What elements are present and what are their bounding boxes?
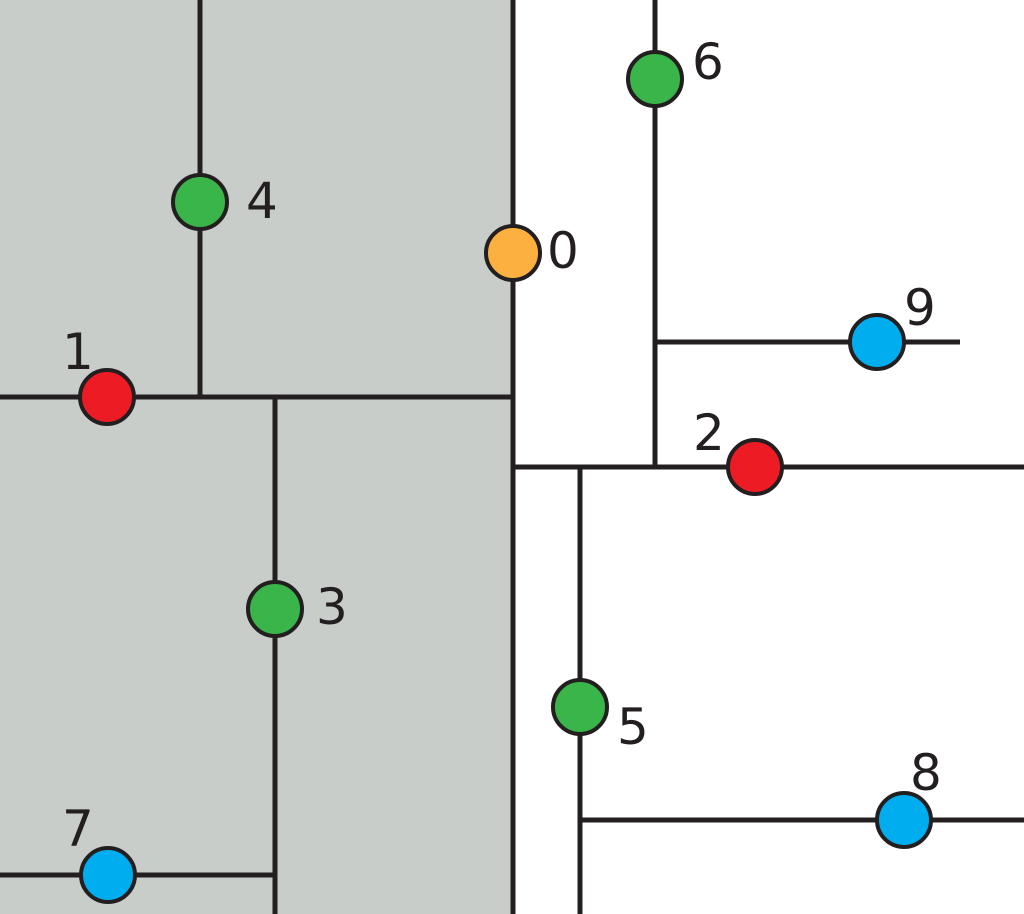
node-label-3: 3 [316, 578, 348, 636]
node-label-5: 5 [617, 698, 649, 756]
node-3[interactable] [246, 580, 304, 638]
node-8[interactable] [875, 791, 933, 849]
node-0[interactable] [484, 224, 542, 282]
node-2[interactable] [726, 438, 784, 496]
node-label-0: 0 [547, 222, 579, 280]
node-label-2: 2 [693, 404, 725, 462]
node-5[interactable] [551, 678, 609, 736]
node-label-8: 8 [910, 744, 942, 802]
node-label-4: 4 [246, 172, 278, 230]
node-7[interactable] [79, 846, 137, 904]
node-1[interactable] [78, 368, 136, 426]
node-6[interactable] [626, 50, 684, 108]
node-9[interactable] [848, 313, 906, 371]
node-labels: 0 1 2 3 4 5 6 7 8 9 [62, 33, 942, 858]
node-label-9: 9 [904, 279, 936, 337]
nodes [78, 50, 933, 904]
node-label-7: 7 [62, 800, 94, 858]
shaded-region [0, 0, 513, 914]
node-label-6: 6 [692, 33, 724, 91]
node-4[interactable] [171, 173, 229, 231]
node-label-1: 1 [62, 323, 94, 381]
